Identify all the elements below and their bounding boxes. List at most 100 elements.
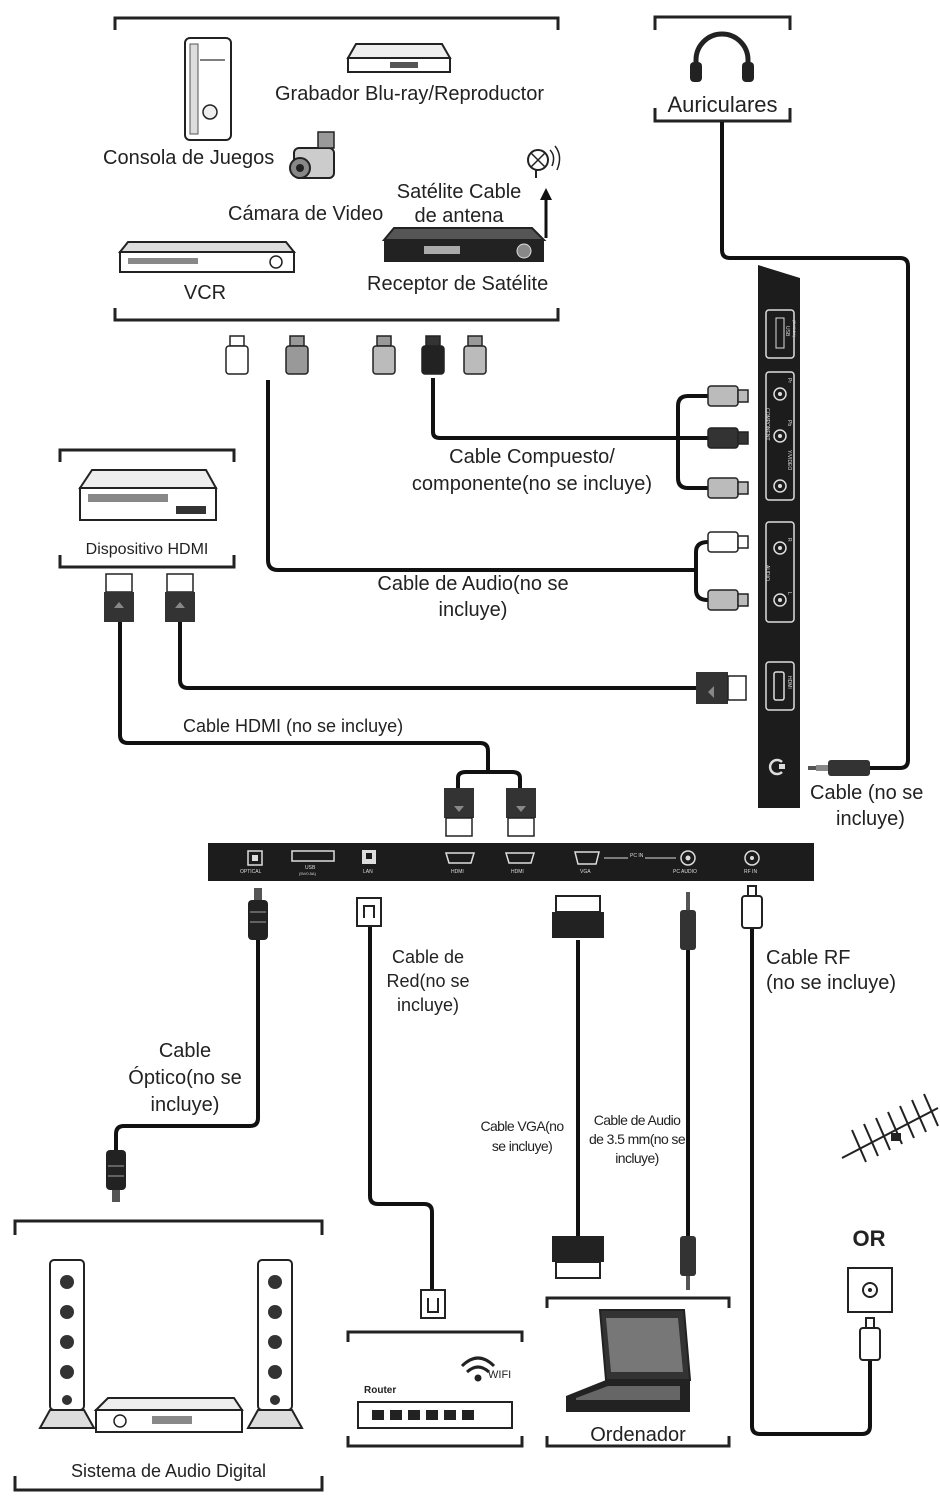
hdmi-plugs: [104, 573, 747, 837]
router-icon: [357, 1356, 513, 1429]
side-usb-label: USB: [784, 326, 790, 337]
side-hdmi-label: HDMI: [786, 676, 792, 689]
or-label: OR: [852, 1226, 886, 1251]
headphone-cable-label-2: incluye): [836, 808, 905, 830]
lan-plug-top: [356, 897, 382, 927]
composite-fork-line: [676, 394, 708, 490]
headphone-jack-plug: [808, 760, 870, 776]
headphones-icon: [690, 31, 754, 82]
computer-bracket-top: [545, 1296, 731, 1308]
port-hdmi2-label: HDMI: [511, 869, 524, 875]
audio-cable-label-1: Cable de Audio(no se: [377, 573, 569, 595]
rf-cable-label-1: Cable RF: [766, 947, 851, 969]
game-console-label: Consola de Juegos: [103, 147, 275, 169]
vga-plug-top: [552, 895, 604, 938]
router-bracket-bottom: [346, 1436, 524, 1448]
tv-side-panel: [758, 265, 800, 808]
side-audio-r-plug: [707, 531, 749, 553]
cables: [114, 122, 910, 1436]
wall-outlet-icon: [847, 1267, 893, 1313]
side-audio-label: AUDIO: [764, 565, 770, 581]
hdmi-device-icon: [78, 469, 218, 521]
vga-cable-label-2: se incluye): [491, 1138, 553, 1154]
port-rf-in-label: RF IN: [744, 869, 758, 875]
port-pc-in-label: PC IN: [628, 853, 646, 859]
rca-connectors-side: [707, 385, 749, 611]
optical-cable-label-3: incluye): [150, 1094, 220, 1116]
satellite-cable-label-2: de antena: [414, 205, 504, 227]
audio-system-bracket-bottom: [13, 1476, 324, 1492]
optical-cable-label-2: Óptico(no se: [128, 1067, 242, 1089]
audio-fork-line: [694, 540, 709, 602]
lan-plug-bottom: [420, 1289, 446, 1319]
vga-plug-bottom: [552, 1236, 604, 1279]
side-y-video-label: Y/VIDEO: [786, 450, 792, 471]
source-devices-bracket-bottom: [113, 308, 560, 322]
side-pr-plug: [707, 385, 749, 407]
satellite-dish-icon: [527, 145, 561, 178]
audio-cable-line: [266, 380, 694, 572]
hdmi-bottom-plug-1: [444, 788, 474, 837]
hdmi-device-plug-left: [104, 573, 134, 622]
side-audio-r-label: R: [786, 538, 792, 542]
rca-connectors-top: [225, 335, 487, 375]
side-audio-l-plug: [707, 589, 749, 611]
game-console-icon: [184, 37, 232, 141]
network-cable-line: [368, 925, 434, 1290]
port-pc-audio-label: PC AUDIO: [673, 869, 697, 875]
hdmi-bottom-cable-line: [118, 620, 490, 772]
bluray-label: Grabador Blu-ray/Reproductor: [275, 83, 545, 105]
network-cable-label-1: Cable de: [391, 947, 465, 967]
port-hdmi1-label: HDMI: [451, 869, 464, 875]
satellite-receiver-label: Receptor de Satélite: [367, 273, 549, 295]
bluray-player-icon: [346, 43, 452, 73]
side-y-plug: [707, 477, 749, 499]
audio35-cable-label-3: incluye): [615, 1150, 659, 1166]
headphones-bracket-top: [653, 15, 792, 30]
speaker-left: [38, 1259, 96, 1429]
headphone-cable-label-1: Cable (no se: [810, 782, 924, 804]
hdmi-bottom-plug-2: [506, 788, 536, 837]
audio-cable-label-2: incluye): [438, 599, 508, 621]
rca-audio-red-plug: [285, 335, 309, 375]
port-optical-label: OPTICAL: [240, 869, 262, 875]
computer-bracket-bottom: [545, 1436, 731, 1448]
side-component-label: COMPONENT: [764, 408, 770, 441]
composite-cable-label-2: componente(no se incluye): [411, 473, 653, 495]
hdmi-side-cable-line: [178, 620, 700, 690]
rca-pr-plug: [372, 335, 396, 375]
composite-cable-label-1: Cable Compuesto/: [449, 446, 615, 468]
router-bracket-top: [346, 1330, 524, 1342]
hdmi-device-bracket-top: [58, 448, 236, 462]
side-usb-sub-label: (5V/0.5A): [792, 320, 797, 337]
side-audio-l-label: L: [786, 592, 792, 595]
audio-receiver: [93, 1397, 244, 1433]
audio-system-label: Sistema de Audio Digital: [70, 1461, 267, 1481]
rca-audio-white-plug: [225, 335, 249, 375]
speaker-right: [246, 1259, 304, 1429]
audio-system-bracket-top: [13, 1219, 324, 1235]
port-lan-label: LAN: [363, 869, 373, 875]
optical-cable-line: [114, 940, 260, 1150]
side-pb-plug: [707, 427, 749, 449]
antenna-icon: [841, 1093, 939, 1163]
optical-plug-top: [248, 888, 268, 940]
audio-system-icon: [38, 1259, 304, 1433]
audio35-cable-label-1: Cable de Audio: [593, 1112, 681, 1128]
hdmi-device-label: Dispositivo HDMI: [85, 541, 209, 558]
composite-cable-line: [431, 378, 708, 440]
headphones-bracket-bottom: [653, 108, 792, 123]
port-vga-label: VGA: [580, 869, 591, 875]
hdmi-device-bracket-bottom: [58, 555, 236, 569]
camcorder-label: Cámara de Video: [228, 203, 384, 225]
port-usb-sub-label: (5V/0.5A): [299, 871, 316, 876]
network-cable-label-2: Red(no se: [386, 971, 470, 991]
audio35-plug-bottom: [680, 1236, 696, 1290]
vga-cable-label-1: Cable VGA(no: [480, 1118, 564, 1134]
side-pr-label: Pr: [786, 378, 792, 383]
bracket-frames: [13, 15, 792, 1492]
laptop-icon: [566, 1309, 692, 1412]
source-devices-bracket-top: [113, 16, 560, 30]
headphones-label: Auriculares: [667, 92, 778, 117]
